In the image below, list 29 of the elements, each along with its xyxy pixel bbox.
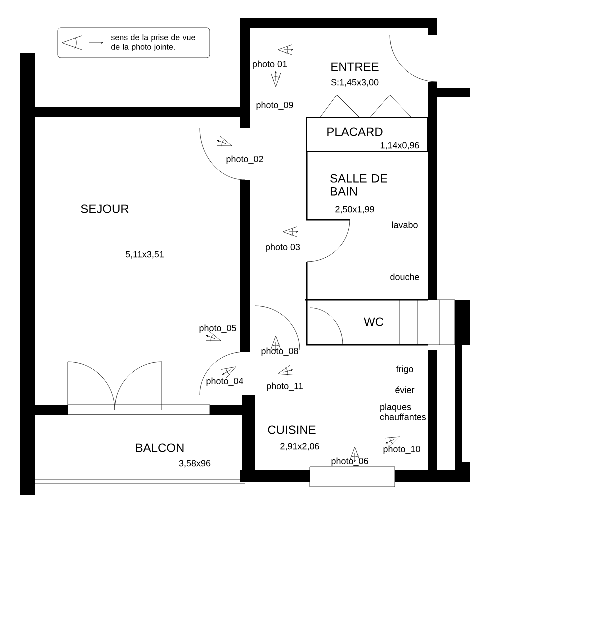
room-label: PLACARD	[328, 128, 383, 136]
room-label: SALLE DE BAIN	[330, 174, 388, 196]
room-dimensions: 5,11x3,51	[126, 251, 164, 259]
photo-label: photo_08	[262, 348, 298, 356]
photo-label: photo_02	[226, 156, 264, 164]
photo-label: photo_06	[332, 458, 368, 466]
fixture-label: lavabo	[392, 222, 418, 228]
room-label: BALCON	[136, 444, 184, 452]
room-label: CUISINE	[268, 426, 316, 434]
legend-text: sens de la prise de vue de la photo jointe.	[111, 34, 196, 52]
fixture-label: frigo	[396, 366, 414, 374]
fixture-label: évier	[396, 386, 415, 394]
photo-label: photo 03	[266, 244, 300, 252]
room-dimensions: 2,50x1,99	[336, 206, 374, 214]
room-label: ENTREE	[332, 62, 379, 72]
photo-label: photo_04	[206, 378, 244, 386]
fixture-label: douche	[390, 274, 420, 280]
photo-label: photo_10	[384, 446, 420, 454]
room-label: WC	[364, 318, 384, 326]
photo-label: photo_09	[256, 102, 294, 110]
photo-label: photo 01	[253, 60, 288, 70]
photo-label: photo_11	[267, 382, 303, 392]
room-dimensions: 1,14x0,96	[380, 142, 420, 150]
photo-label: photo_05	[200, 324, 236, 334]
room-dimensions: 2,91x2,06	[280, 443, 320, 451]
room-label: SEJOUR	[81, 204, 129, 214]
room-dimensions: S:1,45x3,00	[331, 79, 379, 87]
fixture-label: plaques chauffantes	[380, 404, 426, 420]
room-dimensions: 3,58x96	[179, 460, 211, 468]
